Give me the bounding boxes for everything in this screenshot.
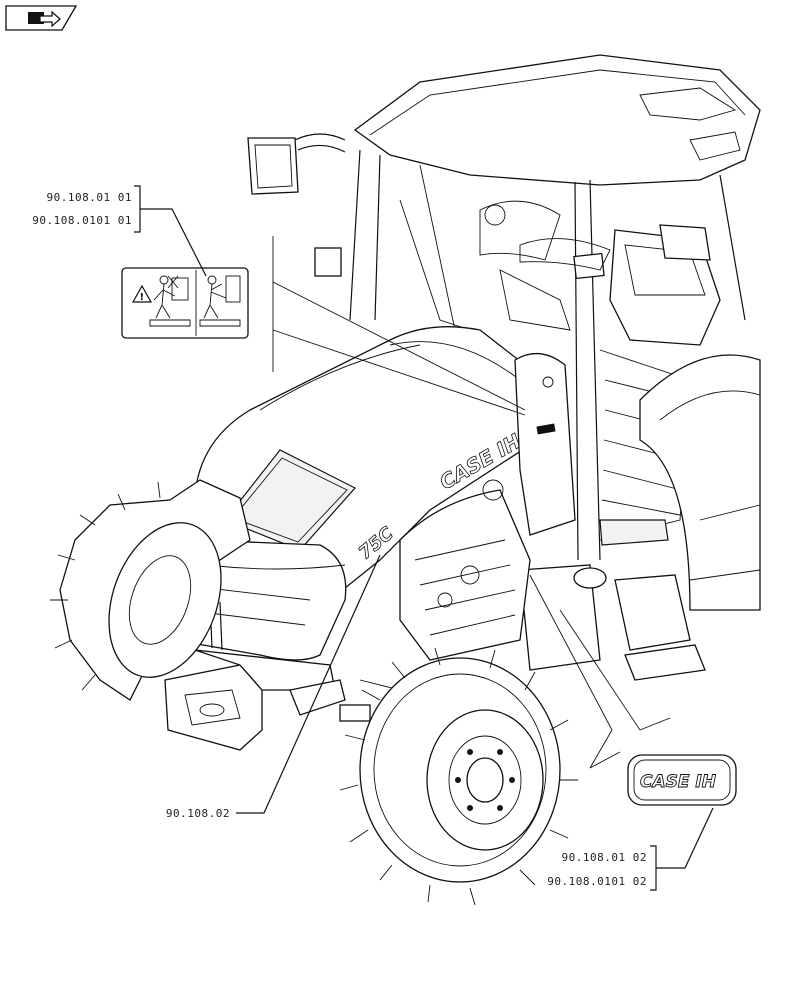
front-right-wheel	[339, 647, 578, 906]
book-arrow-icon	[28, 10, 61, 28]
nav-button[interactable]	[5, 5, 78, 31]
person-climbing-icon	[149, 275, 191, 327]
front-left-wheel	[50, 479, 251, 701]
ref-brand-decal-1[interactable]: 90.108.01 02	[562, 851, 647, 864]
ref-hood-decal[interactable]: 90.108.02	[166, 807, 230, 820]
svg-text:!: !	[140, 292, 145, 303]
warning-decal-inset[interactable]: !	[121, 267, 249, 339]
ref-warning-decal-2[interactable]: 90.108.0101 01	[32, 214, 132, 227]
person-climbing-correct-icon	[199, 275, 241, 327]
hood-decal-leader	[236, 554, 381, 814]
brand-decal-text: CASE IH	[640, 772, 716, 792]
ref-brand-decal-2[interactable]: 90.108.0101 02	[547, 875, 647, 888]
ref-warning-decal-1[interactable]: 90.108.01 01	[47, 191, 132, 204]
brand-decal-inset[interactable]: CASE IH	[627, 754, 737, 806]
brand-decal-bracket	[650, 807, 714, 891]
warning-triangle-icon: !	[131, 284, 153, 303]
tractor-illustration: CASE IH 75C	[50, 54, 761, 906]
warning-decal-bracket	[134, 185, 207, 277]
